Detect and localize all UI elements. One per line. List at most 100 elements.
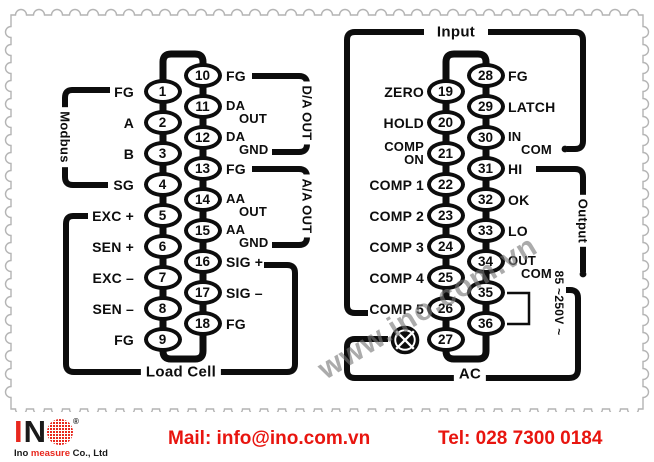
pin-14: 14	[183, 187, 222, 212]
pin-32: 32	[466, 187, 505, 212]
pin-21: 21	[426, 141, 465, 166]
load-cell-label: Load Cell	[140, 363, 222, 381]
logo-letter-n: N	[23, 414, 46, 449]
input-bracket-end-dot	[561, 145, 569, 153]
pin-26: 26	[426, 296, 465, 321]
pin-23-label: COMP 2	[369, 208, 424, 224]
logo-subtitle: Ino measure Co., Ltd	[14, 448, 134, 459]
output-label: Output	[573, 194, 593, 248]
pin-20-label: HOLD	[383, 115, 424, 131]
pin-17-label: SIG –	[226, 285, 263, 301]
pin-13: 13	[183, 156, 222, 181]
pin-10-label: FG	[226, 68, 246, 84]
pin-5: 5	[143, 203, 182, 228]
logo-subtitle-part: Co., Ltd	[69, 448, 108, 459]
pin-29: 29	[466, 94, 505, 119]
input-bracket-right	[488, 29, 586, 152]
pin-34: 34	[466, 249, 505, 274]
pin-3: 3	[143, 141, 182, 166]
left-diagram-bottom-u	[159, 326, 207, 363]
pin-19-label: ZERO	[384, 84, 424, 100]
brackets	[62, 29, 586, 381]
pin-2-label: A	[123, 115, 134, 131]
ac-label: AC	[453, 365, 487, 383]
logo-row: I N ®	[14, 414, 134, 449]
left-diagram-top-u	[159, 50, 207, 94]
pin-7-label: EXC –	[92, 270, 134, 286]
pin-32-label: OK	[508, 192, 530, 208]
pin-6: 6	[143, 234, 182, 259]
pin-20: 20	[426, 110, 465, 135]
pin-6-label: SEN +	[92, 239, 134, 255]
pin-17: 17	[183, 280, 222, 305]
pin-25-label: COMP 4	[369, 270, 424, 286]
registered-mark: ®	[73, 417, 79, 426]
pin-33-label: LO	[508, 223, 528, 239]
right-diagram-bottom-u	[442, 326, 490, 363]
pin-30: 30	[466, 125, 505, 150]
voltage-label: 85 ~250V ~	[552, 270, 566, 336]
output-bracket	[536, 166, 586, 272]
right-diagram-top-u	[442, 50, 490, 94]
input-bracket-left	[344, 29, 424, 316]
logo-letter-i: I	[14, 414, 23, 449]
aa-out-label: A/A OUT	[297, 174, 317, 238]
logo-subtitle-part: Ino	[14, 448, 31, 459]
contact-bar: I N ® Ino measure Co., Ltd Mail: info@in…	[0, 415, 654, 462]
pin-7: 7	[143, 265, 182, 290]
pin-28: 28	[466, 63, 505, 88]
pin-15: 15	[183, 218, 222, 243]
logo-dotted-o-icon	[47, 419, 74, 445]
stamp-border	[4, 8, 650, 412]
pin-24-label: COMP 3	[369, 239, 424, 255]
mail-text: Mail: info@ino.com.vn	[168, 428, 371, 449]
pin-36: 36	[466, 311, 505, 336]
pin-16: 16	[183, 249, 222, 274]
pin-1: 1	[143, 79, 182, 104]
pin-2: 2	[143, 110, 182, 135]
pin-25: 25	[426, 265, 465, 290]
da-out-label: D/A OUT	[297, 81, 317, 145]
pin-18: 18	[183, 311, 222, 336]
pin-22-label: COMP 1	[369, 177, 424, 193]
pin-22: 22	[426, 172, 465, 197]
pin-18-label: FG	[226, 316, 246, 332]
pin-12: 12	[183, 125, 222, 150]
pin-16-label: SIG +	[226, 254, 264, 270]
pin-5-label: EXC +	[92, 208, 134, 224]
pin-27: 27	[426, 327, 465, 352]
pin-29-label: LATCH	[508, 99, 556, 115]
pin-33: 33	[466, 218, 505, 243]
pin-8-label: SEN –	[92, 301, 134, 317]
pin-10: 10	[183, 63, 222, 88]
pin-1-label: FG	[114, 84, 134, 100]
modbus-label: Modbus	[55, 107, 75, 167]
pin-26-label: COMP 5	[369, 301, 424, 317]
pin-4-label: SG	[113, 177, 134, 193]
pin-31: 31	[466, 156, 505, 181]
pin-35: 35	[466, 280, 505, 305]
pin-9-label: FG	[114, 332, 134, 348]
pin-28-label: FG	[508, 68, 528, 84]
pin-4: 4	[143, 172, 182, 197]
pin-31-label: HI	[508, 161, 523, 177]
pin-11: 11	[183, 94, 222, 119]
stamp-border-path	[4, 8, 650, 412]
ac-pins-thin-bracket	[507, 291, 531, 326]
earth-ground-icon	[387, 324, 423, 361]
output-bracket-end-dot	[579, 270, 587, 278]
input-label: Input	[431, 23, 481, 41]
ino-logo: I N ® Ino measure Co., Ltd	[14, 414, 134, 461]
pin-13-label: FG	[226, 161, 246, 177]
pin-19: 19	[426, 79, 465, 104]
pin-9: 9	[143, 327, 182, 352]
pin-8: 8	[143, 296, 182, 321]
